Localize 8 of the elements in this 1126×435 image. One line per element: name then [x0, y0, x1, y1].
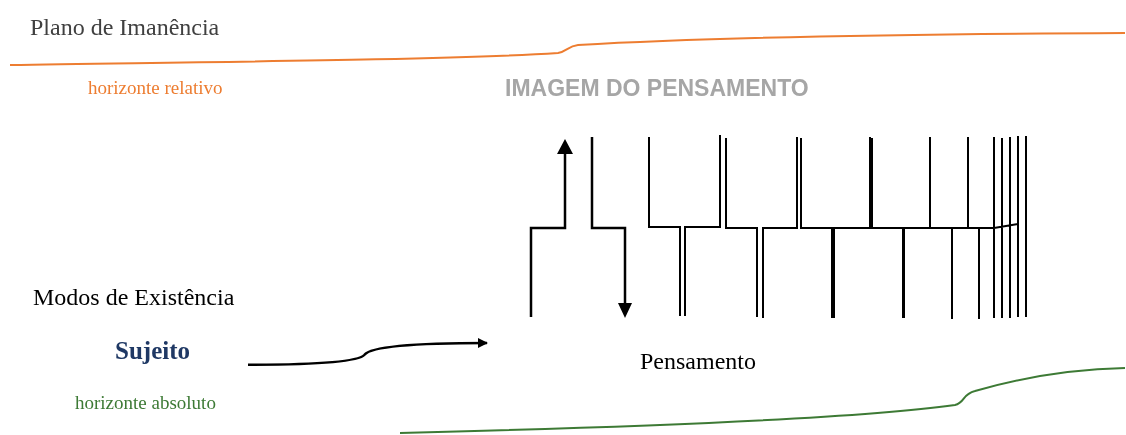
text-label: Pensamento: [640, 348, 756, 375]
text-label: horizonte relativo: [88, 78, 223, 99]
text-label: Modos de Existência: [33, 284, 235, 311]
subject-label: Sujeito: [115, 337, 246, 365]
arrow: [248, 338, 488, 366]
text-label: horizonte absoluto: [75, 393, 216, 414]
text-label: Plano de Imanência: [30, 14, 220, 41]
heading: IMAGEM DO PENSAMENTO: [505, 76, 809, 102]
